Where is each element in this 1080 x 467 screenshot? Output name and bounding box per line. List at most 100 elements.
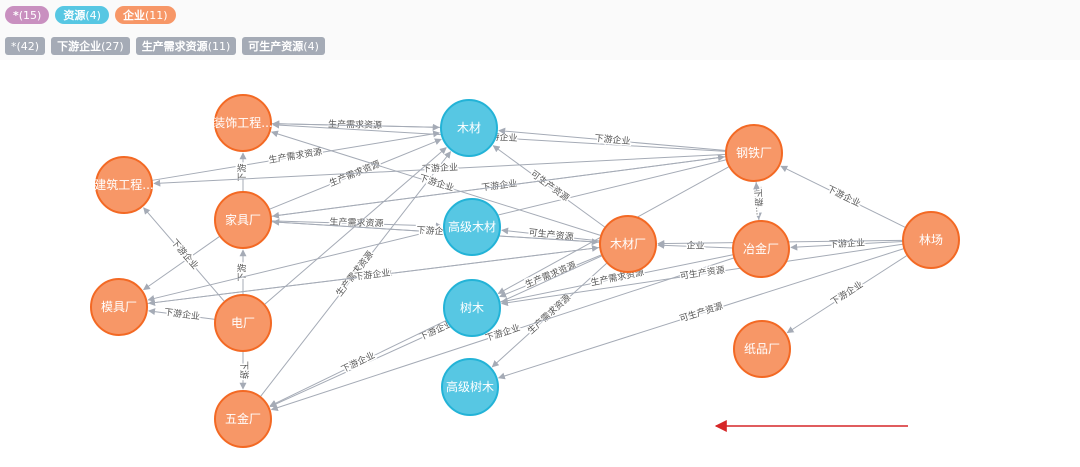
edge-line[interactable] — [491, 262, 608, 368]
graph-edge[interactable]: 企业 — [657, 238, 734, 253]
edge-line[interactable] — [786, 254, 908, 334]
edge-label: 下游企业 — [418, 172, 456, 194]
node-circle[interactable] — [902, 211, 960, 269]
edge-label: 可生产资源 — [528, 168, 571, 204]
node-circle[interactable] — [725, 124, 783, 182]
edge-line[interactable] — [269, 319, 448, 407]
edge-line[interactable] — [498, 127, 727, 152]
node-circle[interactable] — [732, 220, 790, 278]
edge-line[interactable] — [780, 165, 907, 229]
edge-line[interactable] — [270, 257, 735, 412]
graph-edge[interactable]: 下游企业 — [269, 319, 448, 407]
legend-tag-demand-resource[interactable]: 生产需求资源(11) — [135, 37, 237, 55]
graph-node-gaojishumu[interactable]: 高级树木 — [441, 358, 499, 416]
graph-edge[interactable] — [147, 159, 727, 302]
graph-edge[interactable]: 下游企业 — [790, 235, 904, 252]
edge-line[interactable] — [497, 248, 905, 380]
node-circle[interactable] — [733, 320, 791, 378]
graph-edge[interactable]: 下游企业 — [143, 207, 226, 303]
node-label: 纸品厂 — [744, 342, 780, 356]
edge-line[interactable] — [753, 182, 761, 222]
edge-line[interactable] — [153, 153, 727, 187]
edge-line[interactable] — [270, 221, 599, 246]
edge-line[interactable] — [272, 120, 442, 128]
graph-edge[interactable] — [263, 147, 447, 306]
edge-line[interactable] — [148, 308, 216, 320]
graph-node-shumu[interactable]: 树木 — [443, 279, 501, 337]
edge-line[interactable] — [492, 145, 606, 228]
graph-edge[interactable]: 下游 — [235, 249, 250, 295]
legend-tag-all-rels[interactable]: *(42) — [5, 37, 46, 55]
graph-node-jianzhu[interactable]: 建筑工程... — [94, 156, 154, 214]
node-circle[interactable] — [214, 191, 272, 249]
node-circle[interactable] — [443, 198, 501, 256]
edge-line[interactable] — [272, 121, 727, 152]
edge-label: 生产需求资源 — [525, 292, 573, 337]
node-circle[interactable] — [214, 390, 272, 448]
graph-canvas[interactable]: 生产需求资源生产需求资源下游生产需求资源生产需求资源下游下游企业下游企业下游生产… — [0, 60, 1080, 467]
node-circle[interactable] — [599, 215, 657, 273]
graph-node-muju[interactable]: 模具厂 — [90, 278, 148, 336]
edge-line[interactable] — [500, 254, 734, 305]
graph-edge[interactable] — [272, 120, 442, 128]
edge-line[interactable] — [501, 227, 601, 242]
edge-line[interactable] — [790, 240, 904, 251]
legend-tag-count: (4) — [303, 39, 319, 53]
graph-edge[interactable]: 下游企业 — [153, 153, 727, 187]
graph-edge[interactable]: 下游... — [750, 182, 767, 222]
edge-line[interactable] — [268, 138, 442, 210]
graph-node-zhipin[interactable]: 纸品厂 — [733, 320, 791, 378]
edge-line[interactable] — [146, 244, 599, 305]
edge-line[interactable] — [147, 159, 727, 302]
edge-line[interactable] — [259, 151, 452, 398]
graph-node-linchang[interactable]: 林场 — [902, 211, 960, 269]
legend-tag-label: 下游企业 — [57, 40, 102, 53]
edge-line[interactable] — [499, 254, 603, 298]
graph-node-gaojimucai[interactable]: 高级木材 — [443, 198, 501, 256]
graph-edge[interactable]: 下游企业 — [498, 127, 727, 152]
edge-line[interactable] — [270, 130, 602, 237]
graph-node-wujin[interactable]: 五金厂 — [214, 390, 272, 448]
node-circle[interactable] — [441, 358, 499, 416]
graph-node-mucai[interactable]: 木材 — [440, 99, 498, 157]
graph-edge[interactable]: 下游企业 — [269, 255, 603, 408]
node-circle[interactable] — [90, 278, 148, 336]
graph-edge[interactable]: 可生产资源 — [501, 225, 601, 245]
node-circle[interactable] — [440, 99, 498, 157]
graph-node-dianchang[interactable]: 电厂 — [214, 294, 272, 352]
edge-line[interactable] — [270, 154, 725, 217]
graph-node-yejin[interactable]: 冶金厂 — [732, 220, 790, 278]
edge-line[interactable] — [657, 241, 734, 249]
edge-line[interactable] — [142, 235, 221, 291]
node-circle[interactable] — [443, 279, 501, 337]
graph-node-mucaichang[interactable]: 木材厂 — [599, 215, 657, 273]
edge-line[interactable] — [270, 220, 443, 230]
edge-label: 下游企业 — [339, 349, 377, 376]
edge-line[interactable] — [269, 255, 603, 408]
edge-line[interactable] — [151, 130, 441, 181]
graph-edge[interactable]: 下游企业 — [272, 121, 727, 152]
graph-edge[interactable]: 生产需求资源 — [499, 254, 603, 298]
legend-pill-resource[interactable]: 资源 (4) — [55, 6, 109, 24]
node-circle[interactable] — [95, 156, 153, 214]
graph-node-jiaju[interactable]: 家具厂 — [214, 191, 272, 249]
graph-edge[interactable] — [142, 235, 221, 291]
graph-edge[interactable]: 下游企业 — [780, 165, 907, 229]
edge-line[interactable] — [500, 243, 904, 307]
edge-line[interactable] — [143, 207, 226, 303]
legend-pill-all-nodes[interactable]: * (15) — [5, 6, 50, 24]
edge-line[interactable] — [263, 147, 447, 306]
node-circle[interactable] — [214, 294, 272, 352]
legend-pill-enterprise[interactable]: 企业 (11) — [114, 6, 176, 24]
graph-edge[interactable]: 下游企业 — [270, 257, 735, 412]
graph-node-zhuangshi[interactable]: 装饰工程... — [213, 94, 273, 152]
graph-edge[interactable]: 下游企业 — [148, 304, 216, 324]
graph-edge[interactable]: 下游 — [237, 351, 252, 390]
graph-edge[interactable] — [270, 154, 725, 217]
graph-node-gangtie[interactable]: 钢铁厂 — [725, 124, 783, 182]
legend-tag-downstream[interactable]: 下游企业(27) — [51, 37, 130, 55]
node-circle[interactable] — [214, 94, 272, 152]
edge-label: 生产需求资源 — [523, 259, 578, 291]
legend-tag-producible-resource[interactable]: 可生产资源(4) — [242, 37, 325, 55]
graph-edge[interactable]: 下游 — [235, 152, 250, 192]
